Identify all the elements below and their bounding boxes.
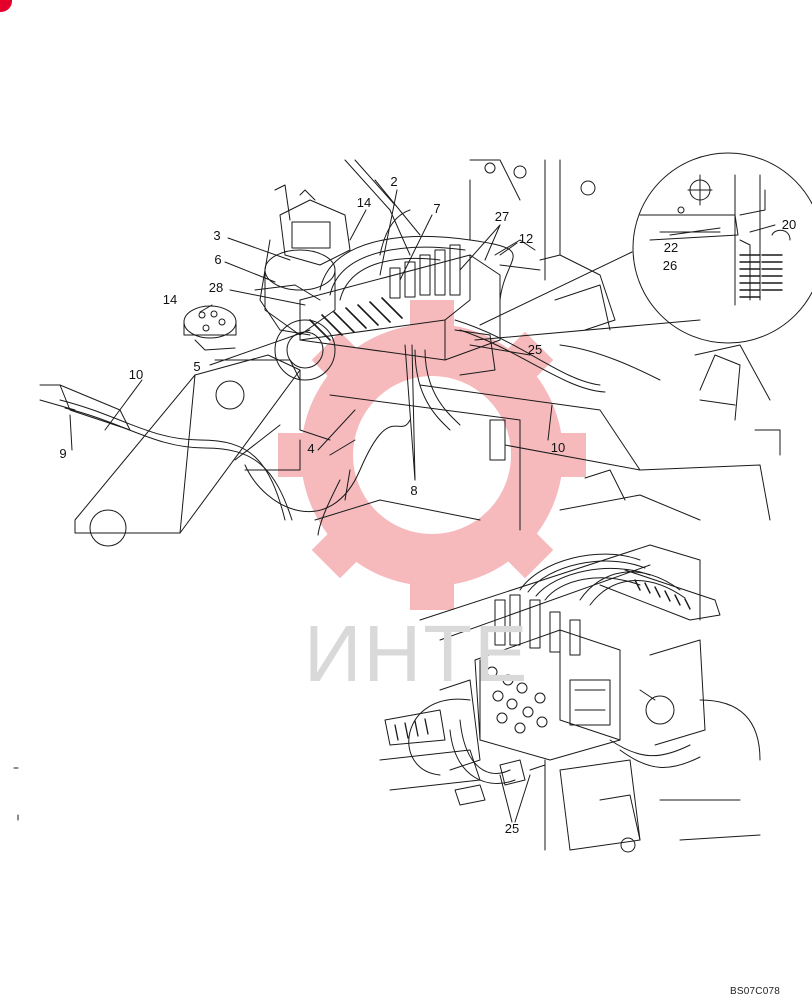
callout-10: 10 (128, 367, 144, 382)
chassis-frame (39, 159, 781, 547)
detail-callout (474, 152, 812, 344)
hose-lines-top (59, 209, 661, 536)
control-valve-top (299, 244, 501, 376)
callout-10: 10 (550, 440, 566, 455)
callout-2: 2 (390, 174, 398, 189)
lower-valve-view (379, 544, 761, 853)
callout-27: 27 (494, 209, 510, 224)
figure-code: BS07C078 (730, 986, 780, 997)
callout-7: 7 (433, 201, 441, 216)
callout-9: 9 (59, 446, 67, 461)
callout-3: 3 (213, 228, 221, 243)
callout-14: 14 (356, 195, 372, 210)
callout-12: 12 (518, 231, 534, 246)
callout-25: 25 (504, 821, 520, 836)
callout-20: 20 (781, 217, 797, 232)
callout-25: 25 (527, 342, 543, 357)
callout-28: 28 (208, 280, 224, 295)
swivel-joint (183, 305, 237, 351)
callout-4: 4 (307, 441, 315, 456)
callout-6: 6 (214, 252, 222, 267)
callout-26: 26 (662, 258, 678, 273)
callout-22: 22 (663, 240, 679, 255)
callout-8: 8 (410, 483, 418, 498)
leader-lines (69, 189, 776, 481)
callout-5: 5 (193, 359, 201, 374)
watermark-text: ИНТЕ (304, 609, 530, 698)
callout-14: 14 (162, 292, 178, 307)
